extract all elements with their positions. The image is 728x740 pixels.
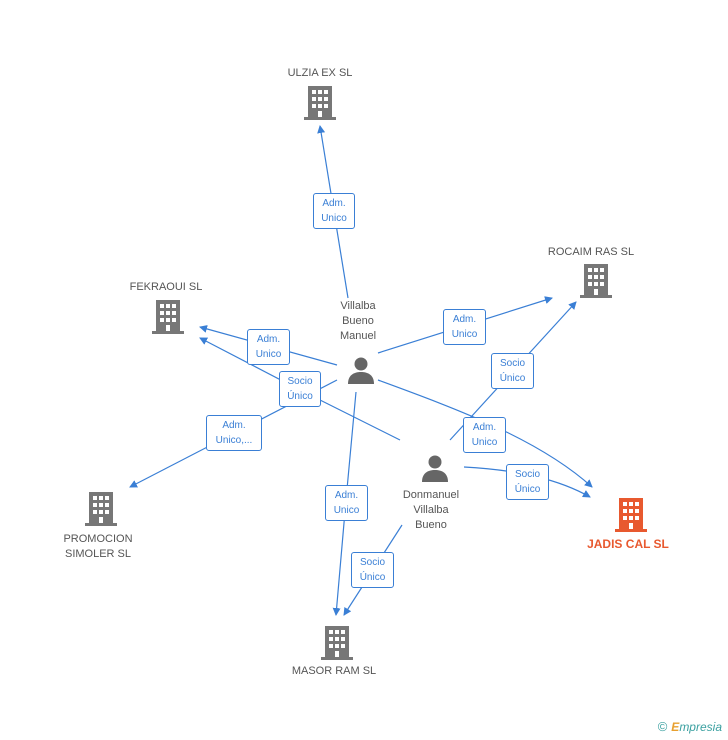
- person-label-villalba: Villalba Bueno Manuel: [339, 300, 377, 342]
- relation-label[interactable]: Adm. Unico: [325, 485, 368, 521]
- relation-label[interactable]: Socio Único: [491, 353, 534, 389]
- company-label-rocaim: ROCAIM RAS SL: [547, 246, 635, 258]
- copyright-symbol: ©: [657, 719, 668, 734]
- building-icon[interactable]: [580, 264, 612, 298]
- company-label-fekraoui: FEKRAOUI SL: [129, 281, 203, 293]
- company-label-masor: MASOR RAM SL: [291, 665, 377, 677]
- relation-label[interactable]: Adm. Unico: [313, 193, 355, 229]
- building-icon[interactable]: [152, 300, 184, 334]
- relation-label[interactable]: Adm. Unico: [463, 417, 506, 453]
- company-label-promocion: PROMOCION SIMOLER SL: [63, 533, 133, 560]
- person-label-donmanuel: Donmanuel Villalba Bueno: [402, 489, 460, 531]
- person-icon[interactable]: [346, 355, 376, 385]
- company-label-jadis: JADIS CAL SL: [587, 537, 669, 551]
- relation-label[interactable]: Socio Único: [506, 464, 549, 500]
- relation-label[interactable]: Adm. Unico,...: [206, 415, 262, 451]
- building-icon[interactable]: [615, 498, 647, 532]
- empresia-credit[interactable]: © Empresia: [658, 719, 722, 734]
- building-icon[interactable]: [304, 86, 336, 120]
- relation-label[interactable]: Adm. Unico: [247, 329, 290, 365]
- building-icon[interactable]: [321, 626, 353, 660]
- person-icon[interactable]: [420, 453, 450, 483]
- relation-label[interactable]: Socio Único: [351, 552, 394, 588]
- company-label-ulzia: ULZIA EX SL: [287, 67, 353, 79]
- empresia-logo: Empresia: [671, 719, 722, 734]
- relation-label[interactable]: Socio Único: [279, 371, 321, 407]
- relation-label[interactable]: Adm. Unico: [443, 309, 486, 345]
- building-icon[interactable]: [85, 492, 117, 526]
